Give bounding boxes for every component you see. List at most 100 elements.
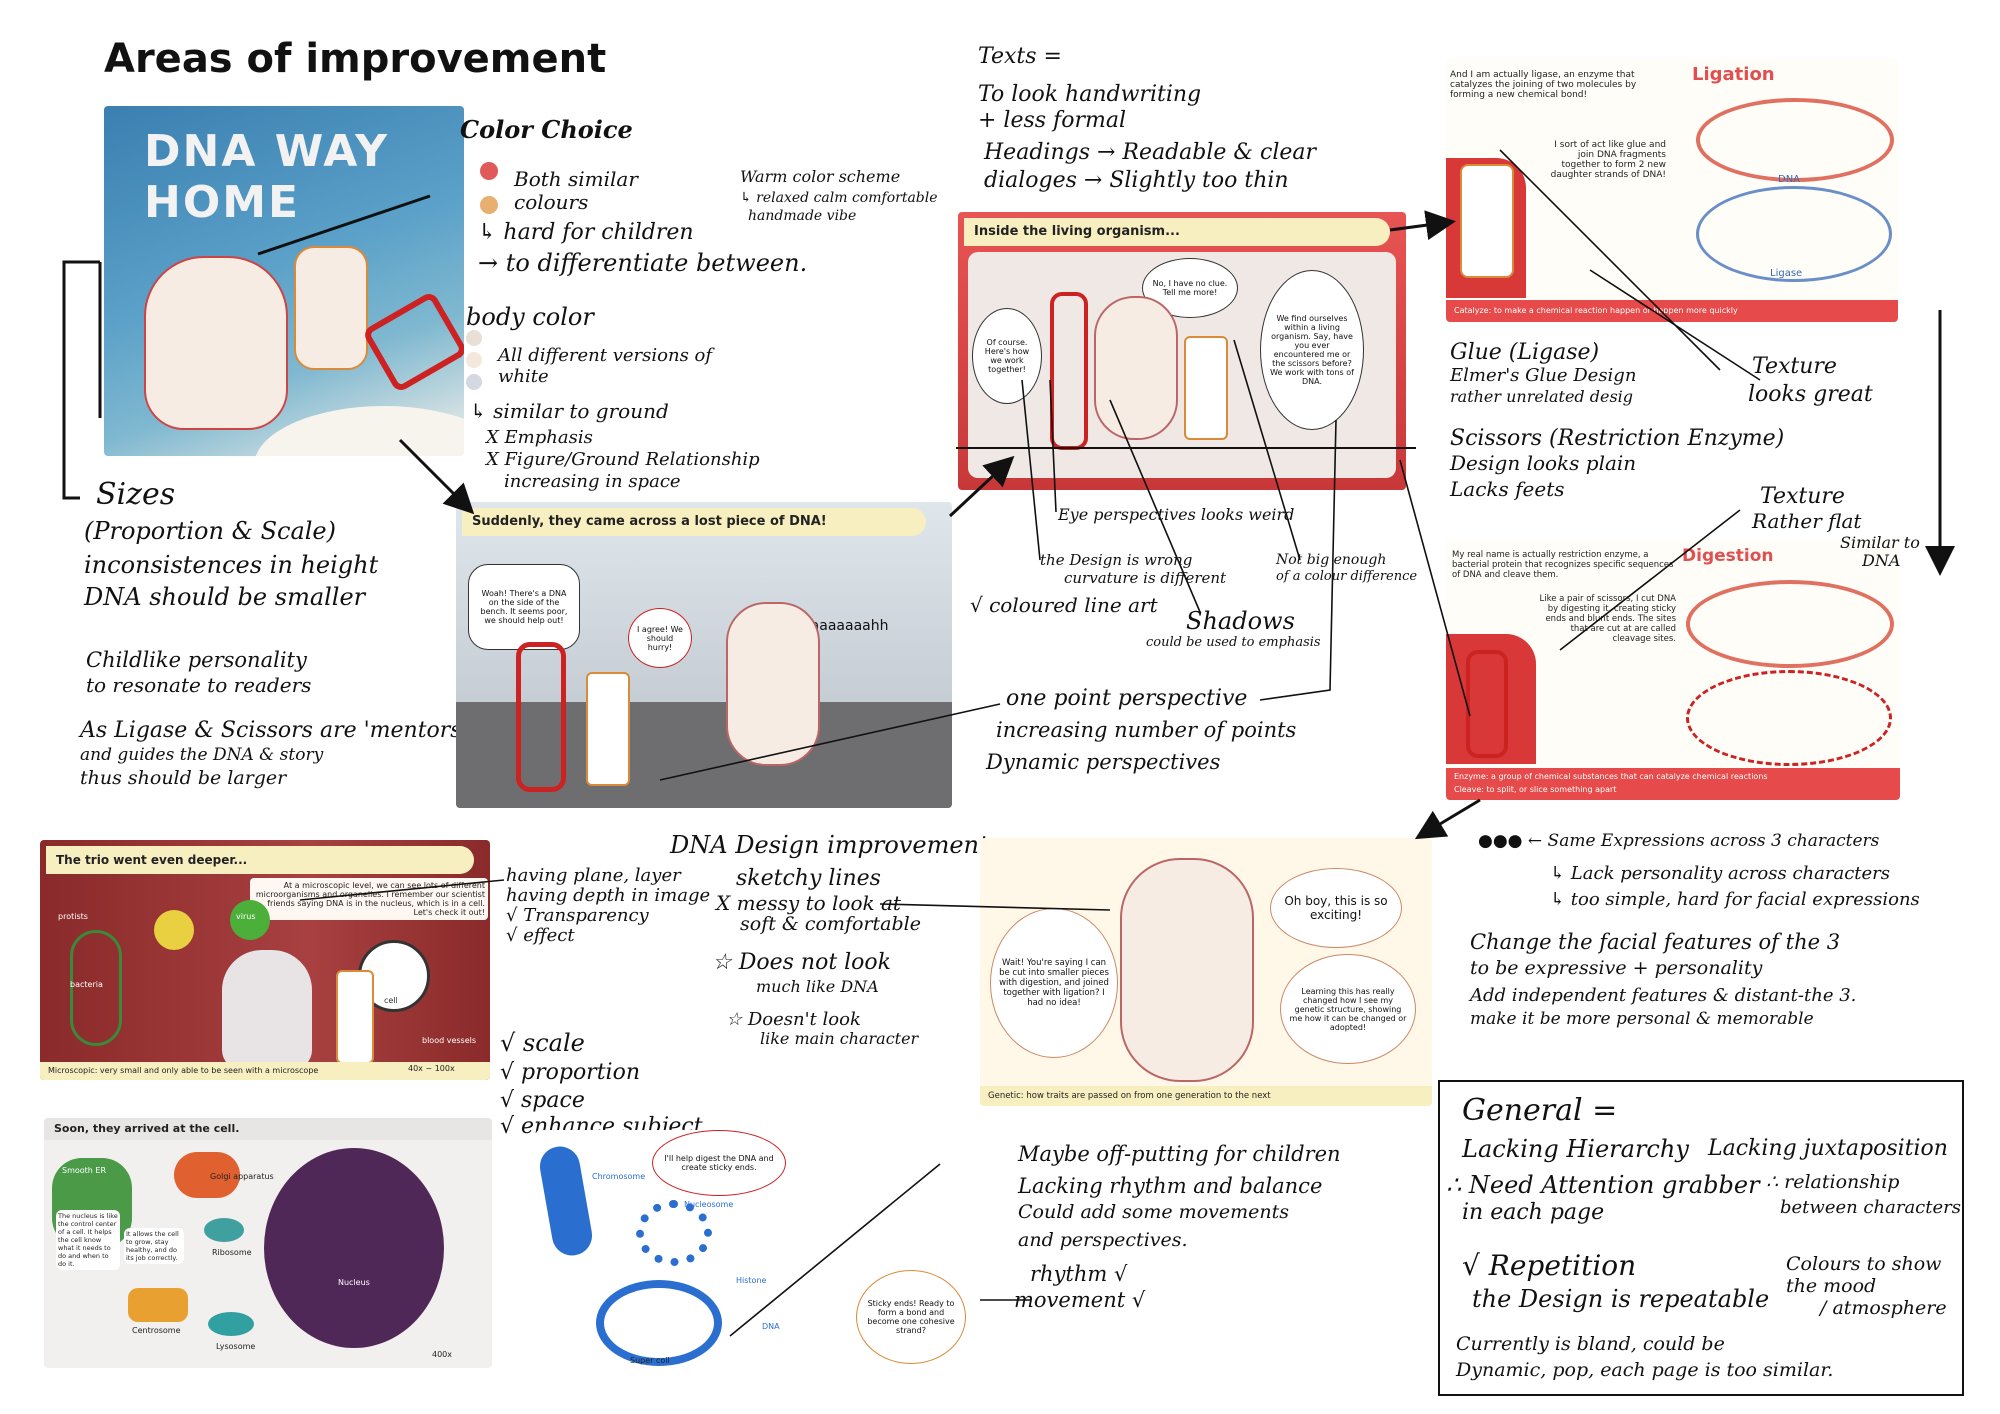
lysosome-shape [208,1312,254,1336]
atmosphere-note: / atmosphere [1820,1297,1947,1319]
scale-note: √ scale [500,1029,585,1057]
expressions-line-1: ●●● ← Same Expressions across 3 characte… [1478,831,1880,851]
nucleus-shape [264,1148,444,1348]
sizes-line-4: Childlike personality [86,648,307,672]
label-ribosome: Ribosome [212,1248,252,1257]
not-main-note: ☆ Doesn't look [726,1009,861,1030]
not-main-note-2: like main character [760,1029,919,1048]
dna-helix-cut [1686,670,1892,766]
speech-bubble-scissors: Of course. Here's how we work together! [972,308,1042,404]
white-swatch-3 [466,374,482,390]
sizes-line-3: DNA should be smaller [84,583,366,611]
label-virus: virus [236,912,256,921]
emphasis-note: X Emphasis [486,427,593,448]
footer-line-1: Enzyme: a group of chemical substances t… [1454,772,1768,781]
not-dna-note-2: much like DNA [756,977,879,996]
attention-note: ∴ Need Attention grabber [1446,1171,1760,1199]
dna-helix-top [1696,98,1894,182]
label-chromosome: Chromosome [592,1172,646,1181]
arrow-digestion-to-genetic [1414,798,1481,840]
scissors-character [1466,650,1508,758]
design-wrong-note: the Design is wrong [1040,551,1193,569]
centrosome-shape [128,1288,188,1322]
ligation-text-2: I sort of act like glue and join DNA fra… [1550,140,1666,180]
panel-lost-dna: Suddenly, they came across a lost piece … [456,502,952,808]
glue-character [586,672,630,786]
ligation-text-1: And I am actually ligase, an enzyme that… [1450,70,1637,100]
all-versions-note: All different versions of white [498,345,713,387]
texts-line-4: dialoges → Slightly too thin [984,168,1289,193]
panel-chromosome: I'll help digest the DNA and create stic… [536,1130,994,1380]
scissors-character [516,642,566,792]
texture-note-1: Texture [1752,354,1837,379]
digestion-heading: Digestion [1682,546,1774,566]
juxtaposition-note: Lacking juxtaposition [1708,1136,1948,1161]
dna-character [1120,858,1254,1082]
panel-ligation: Ligation And I am actually ligase, an en… [1446,58,1898,322]
body-color-heading: body color [466,303,594,331]
elmer-note: Elmer's Glue Design [1450,365,1637,386]
texts-line-3: Headings → Readable & clear [984,140,1317,165]
digestion-text-1: My real name is actually restriction enz… [1452,550,1674,580]
label-dna: DNA [1778,174,1801,185]
layer-line-4: √ effect [506,925,575,946]
label-supercoil: Super coil [630,1356,670,1365]
line-art-note: √ coloured line art [970,593,1158,617]
not-big-note: Not big enough [1276,552,1387,568]
label-smooth-er: Smooth ER [62,1166,107,1175]
texts-line-2: + less formal [978,108,1126,133]
label-ligase: Ligase [1770,268,1803,279]
speech-bubble-ligase: We find ourselves within a living organi… [1260,270,1364,430]
label-centrosome: Centrosome [132,1326,181,1335]
footer-line-2: Cleave: to split, or slice something apa… [1454,785,1617,794]
color-choice-heading: Color Choice [460,115,633,144]
sizes-line-6: As Ligase & Scissors are 'mentors' [80,718,468,743]
glue-character [1460,164,1514,278]
cover-character-dna [144,256,288,430]
cover-title: DNA WAY HOME [144,126,389,228]
chromosome-shape [536,1143,596,1259]
sizes-heading: Sizes [96,477,176,512]
hard-children-note: ↳ hard for children [478,220,694,245]
similar-dna-note-2: DNA [1862,551,1901,570]
dynamic-note: Dynamic perspectives [986,750,1221,774]
speech-bubble-ligase: I agree! We should hurry! [628,608,692,668]
looks-great-note: looks great [1748,382,1873,407]
soft-note: soft & comfortable [740,913,921,935]
hierarchy-note: Lacking Hierarchy [1462,1135,1689,1163]
messy-note: X messy to look at [716,891,901,915]
ribosome-shape [204,1218,244,1242]
label-dna: DNA [762,1322,780,1331]
shadows-note: Shadows [1186,607,1295,635]
perspectives-note: and perspectives. [1018,1229,1188,1251]
deeper-footer: Microscopic: very small and only able to… [40,1062,490,1080]
sizes-line-5: to resonate to readers [86,673,312,697]
dynamic-pop-note: Dynamic, pop, each page is too similar. [1456,1359,1834,1381]
expressions-line-5: to be expressive + personality [1470,957,1763,979]
bacteria-shape [70,930,122,1046]
layer-line-1: having plane, layer [506,865,681,886]
bracket-sizes [62,260,100,500]
each-page-note: in each page [1462,1200,1605,1225]
white-swatch-1 [466,330,482,346]
colours-show-note: Colours to show [1786,1253,1942,1275]
glue-note: Glue (Ligase) [1450,340,1600,365]
lacks-feet-note: Lacks feets [1450,477,1565,501]
expressions-line-6: Add independent features & distant-the 3… [1470,985,1857,1006]
mood-note: the mood [1786,1275,1877,1297]
expressions-line-4: Change the facial features of the 3 [1470,930,1841,954]
warm-scheme-3: handmade vibe [748,208,857,224]
label-cell: cell [384,996,398,1005]
digestion-text-2: Like a pair of scissors, I cut DNA by di… [1539,594,1677,644]
texts-line-1: To look handwriting [978,82,1202,107]
zoom-label: 40x ~ 100x [408,1064,455,1073]
between-note: between characters [1780,1197,1961,1218]
expressions-line-7: make it be more personal & memorable [1470,1009,1814,1029]
repetition-note: √ Repetition [1462,1249,1637,1282]
red-swatch [480,162,498,180]
dna-character [222,950,312,1070]
dna-character [726,602,820,766]
relationship-note: ∴ relationship [1766,1171,1900,1193]
scissors-character [1050,292,1088,450]
panel-living-organism: Inside the living organism... Of course.… [958,212,1406,490]
